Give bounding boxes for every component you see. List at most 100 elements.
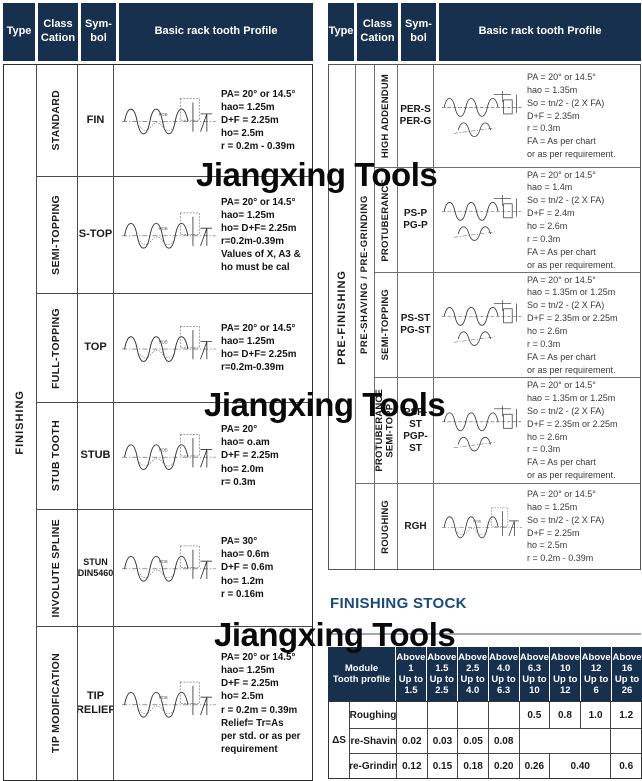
class-cell: PROTUBERANCE: [375, 168, 397, 272]
stock-row-label: Pre-Grinding: [350, 754, 396, 778]
tooth-profile-diagram: HOB: [122, 300, 217, 396]
header-cell-classification: Class Cation: [357, 3, 398, 61]
profile-cell: HOB PA= 20° hao= o.am D+F = 2.25m ho= 2.…: [114, 403, 312, 509]
class-cell: TIP MODIFICATION: [37, 627, 77, 780]
profile-cell: HOB PA= 30° hao= 0.6m D+F = 0.6m ho= 1.2…: [114, 510, 312, 626]
svg-text:HOB: HOB: [159, 695, 168, 700]
symbol-cell: STUN DIN5460: [78, 510, 113, 626]
profile-cell: HOB PA= 20° or 14.5° hao= 1.25m ho= D+F=…: [114, 177, 312, 293]
class-label-roughing: ROUGHING: [379, 499, 391, 554]
subtype-cell-empty: [356, 484, 374, 569]
stock-value-cell: 1.0: [580, 702, 611, 728]
profile-specs: PA= 20° or 14.5° hao= 1.25m D+F = 2.25m …: [221, 88, 296, 153]
class-label-involute-spline: INVOLUTE SPLINE: [50, 518, 63, 618]
type-cell-finishing: FINISHING: [4, 65, 36, 780]
profile-specs: PA= 20° or 14.5° hao= 1.25m D+F = 2.25m …: [221, 652, 301, 755]
watermark-text: Jiangxing Tools: [214, 616, 456, 653]
subtype-label-preshaving-pregrinding: PRE-SHAVING / PRE-GRINDING: [358, 194, 370, 354]
svg-text:HOB: HOB: [159, 227, 168, 232]
delta-s-label: ΔS: [329, 702, 349, 778]
svg-text:HOB: HOB: [159, 340, 168, 345]
watermark-text: Jiangxing Tools: [204, 386, 446, 423]
profile-specs: PA= 20° or 14.5° hao= 1.25m ho= D+F= 2.2…: [221, 322, 297, 374]
symbol-cell: S-TOP: [78, 177, 113, 293]
stock-column-header: Above 2.5 Up to 4.0: [457, 647, 488, 701]
stock-value-cell: 1.2: [611, 702, 641, 728]
tooth-profile-diagram: HOB: [122, 183, 217, 286]
profile-cell: HOB PA= 20° or 14.5° hao= 1.25m D+F = 2.…: [114, 65, 312, 176]
prefinishing-table: Type Class Cation Sym- bol Basic rack to…: [328, 3, 641, 570]
profile-cell: HOB PA= 20° or 14.5° hao= 1.25m ho= D+F=…: [114, 294, 312, 402]
tooth-profile-diagram: [442, 279, 523, 371]
class-label-high-addendum: HIGH ADDENDUM: [379, 73, 391, 159]
tooth-profile-diagram: HOB: [122, 409, 217, 503]
class-cell: PROTUBERANCE SEMI-TOPP: [375, 378, 397, 483]
tooth-profile-diagram: HOB: [122, 516, 217, 619]
symbol-cell: PS-ST PG-ST: [398, 273, 433, 377]
module-corner-cell: Module Tooth profile: [328, 647, 395, 701]
stock-value-cell: 0.8: [550, 702, 580, 728]
stock-value-cell: 0.05: [458, 729, 488, 753]
type-cell-prefinishing: PRE-FINISHING: [329, 65, 355, 569]
header-cell-profile: Basic rack tooth Profile: [439, 3, 641, 61]
stock-column-header: Above 12 Up to 6: [581, 647, 612, 701]
tooth-profile-diagram: [442, 174, 523, 266]
stock-row-label: Pre-Shaving: [350, 729, 396, 753]
profile-specs: PA= 20° hao= o.am D+F = 2.25m ho= 2.0m r…: [221, 424, 279, 488]
header-cell-type: Type: [328, 3, 354, 61]
finishing-table-header: Type Class Cation Sym- bol Basic rack to…: [3, 3, 313, 61]
symbol-cell: STUB: [78, 403, 113, 509]
stock-value-cell: 0.15: [427, 754, 458, 778]
class-cell: HIGH ADDENDUM: [375, 65, 397, 167]
svg-text:HOB: HOB: [159, 112, 168, 117]
class-label-semi-topping: SEMI-TOPPING: [379, 289, 391, 361]
profile-cell: HOB PA= 20° or 14.5° hao= 1.25m D+F = 2.…: [114, 627, 312, 780]
tooth-profile-diagram: HOB: [442, 489, 523, 564]
finishing-stock-body: ΔS Roughing 0.5 0.8 1.0 1.2 Pre-Shaving …: [328, 701, 642, 779]
stock-column-header: Above 6.3 Up to 10: [519, 647, 550, 701]
profile-cell: PA = 20° or 14.5° hao = 1.35m or 1.25m S…: [434, 378, 640, 483]
stock-column-header: Above 4.0 Up to 6.3: [488, 647, 519, 701]
profile-cell: HOB PA = 20° or 14.5° hao = 1.25m So = t…: [434, 484, 640, 569]
tooth-profile-diagram: [442, 384, 523, 477]
profile-specs: PA = 20° or 14.5° hao = 1.35m or 1.25m S…: [527, 274, 618, 375]
prefinishing-table-body: PRE-FINISHING PRE-SHAVING / PRE-GRINDING…: [328, 64, 641, 570]
class-cell: FULL-TOPPING: [37, 294, 77, 402]
stock-column-header: Above 16 Up to 26: [612, 647, 642, 701]
stock-value-cell: 0.40: [550, 754, 611, 778]
stock-value-cell: 0.5: [519, 702, 550, 728]
stock-value-cell: [458, 702, 488, 728]
stock-value-cell: 0.08: [488, 729, 519, 753]
stock-value-cell: 0.6: [611, 754, 641, 778]
profile-specs: PA = 20° or 14.5° hao = 1.25m So = tn/2 …: [527, 488, 605, 564]
stock-value-cell: 0.26: [519, 754, 550, 778]
class-label-tip-modification: TIP MODIFICATION: [50, 653, 63, 754]
subtype-cell: PRE-SHAVING / PRE-GRINDING: [356, 65, 374, 483]
profile-cell: PA = 20° or 14.5° hao = 1.35m or 1.25m S…: [434, 273, 640, 377]
class-cell: ROUGHING: [375, 484, 397, 569]
profile-specs: PA = 20° or 14.5° hao = 1.35m or 1.25m S…: [527, 380, 618, 481]
class-cell: SEMI-TOPPING: [375, 273, 397, 377]
stock-column-header: Above 1 Up to 1.5: [396, 647, 426, 701]
prefinishing-table-header: Type Class Cation Sym- bol Basic rack to…: [328, 3, 641, 61]
finishing-table: Type Class Cation Sym- bol Basic rack to…: [3, 3, 313, 781]
finishing-stock-title: FINISHING STOCK: [330, 595, 467, 612]
tooth-profile-diagram: HOB: [122, 635, 217, 772]
class-cell: STANDARD: [37, 65, 77, 176]
header-cell-symbol: Sym- bol: [401, 3, 436, 61]
profile-specs: PA= 20° or 14.5° hao= 1.25m ho= D+F= 2.2…: [221, 196, 301, 274]
class-cell: SEMI-TOPPING: [37, 177, 77, 293]
finishing-stock-table: Module Tooth profile Above 1 Up to 1.5 A…: [328, 647, 642, 779]
symbol-cell: TIP RELIEF: [78, 627, 113, 780]
stock-row-label: Roughing: [350, 702, 396, 728]
profile-specs: PA= 30° hao= 0.6m D+F = 0.6m ho= 1.2m r …: [221, 536, 274, 600]
header-cell-classification: Class Cation: [38, 3, 78, 61]
stock-column-header: Above 10 Up to 12: [550, 647, 581, 701]
stock-value-cell: [397, 702, 427, 728]
svg-text:HOB: HOB: [159, 560, 168, 565]
stock-value-cell: 0.18: [458, 754, 488, 778]
profile-cell: PA = 20° or 14.5° hao = 1.35m So = tn/2 …: [434, 65, 640, 167]
symbol-cell: PS-P PG-P: [398, 168, 433, 272]
symbol-cell: PER-S PER-G: [398, 65, 433, 167]
svg-text:HOB: HOB: [473, 520, 481, 524]
